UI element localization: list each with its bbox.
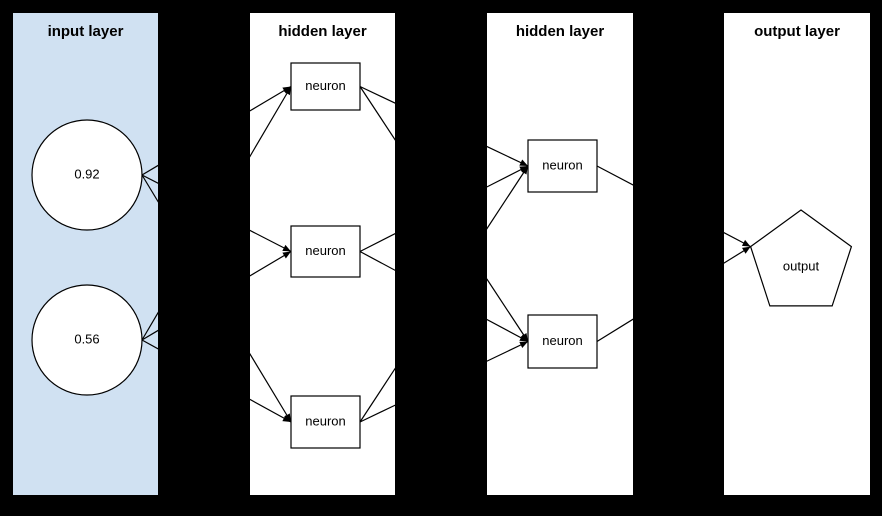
layer-graphics-hidden-1: neuron neuron neuron: [250, 62, 395, 449]
neuron-node[interactable]: neuron: [527, 139, 598, 193]
node-shape: [31, 284, 143, 396]
connection-edge: [487, 165, 529, 230]
connection-edge: [487, 340, 529, 362]
connection-edge: [724, 246, 751, 264]
connection-edge: [141, 339, 158, 350]
node-label: neuron: [305, 78, 345, 93]
node-label: output: [783, 258, 820, 273]
connection-edge: [250, 229, 292, 253]
connection-edge: [487, 145, 529, 167]
connection-edge: [250, 86, 292, 158]
connection-edge: [141, 311, 158, 341]
layer-panel-hidden-2: hidden layer neuron neuron: [487, 13, 633, 495]
layer-panel-input: input layer 0.92 0.56: [13, 13, 158, 495]
node-label: 0.92: [74, 166, 99, 181]
connection-edge: [724, 231, 751, 248]
neuron-node[interactable]: neuron: [527, 314, 598, 369]
arrowhead-icon: [741, 239, 751, 247]
connection-edge: [250, 250, 292, 277]
layer-panel-hidden-1: hidden layer neuron neuron neuron: [250, 13, 395, 495]
connection-edge: [596, 318, 633, 343]
connection-edge: [487, 318, 529, 343]
layer-title-hidden-2: hidden layer: [515, 23, 605, 40]
output-node[interactable]: output: [749, 209, 853, 307]
arrowhead-icon: [519, 341, 528, 349]
connection-edge: [359, 367, 395, 423]
neuron-node[interactable]: neuron: [290, 395, 361, 449]
connection-edge: [141, 164, 158, 176]
input-node[interactable]: 0.56: [31, 284, 143, 396]
layer-graphics-hidden-2: neuron neuron: [487, 139, 633, 369]
connection-edge: [359, 85, 395, 104]
connection-edge: [250, 398, 292, 423]
arrowhead-icon: [284, 86, 291, 96]
layer-title-hidden-1: hidden layer: [278, 23, 367, 40]
arrowhead-icon: [282, 251, 291, 259]
arrowhead-icon: [742, 246, 751, 254]
node-shape: [749, 209, 853, 307]
node-label: 0.56: [74, 331, 99, 346]
node-shape: [290, 395, 361, 449]
connection-edge: [141, 174, 158, 184]
connection-edge: [596, 165, 633, 186]
node-shape: [527, 139, 598, 193]
connection-edge: [250, 85, 292, 112]
node-shape: [290, 225, 361, 278]
node-label: neuron: [542, 333, 582, 348]
connection-edge: [141, 174, 158, 203]
arrowhead-icon: [520, 166, 528, 175]
node-label: neuron: [305, 243, 345, 258]
neuron-node[interactable]: neuron: [290, 62, 361, 111]
arrowhead-icon: [282, 415, 291, 422]
connection-edge: [487, 165, 529, 188]
connection-edge: [359, 86, 395, 141]
connection-edge: [250, 352, 292, 423]
neuron-node[interactable]: neuron: [290, 225, 361, 278]
layer-graphics-input: 0.92 0.56: [31, 119, 158, 396]
connection-edge: [359, 250, 395, 271]
layer-panel-output: output layer output: [724, 13, 870, 495]
layer-title-input: input layer: [47, 23, 124, 40]
arrowhead-icon: [519, 159, 528, 166]
layer-graphics-output: output: [724, 209, 853, 307]
connection-edge: [359, 404, 395, 423]
input-node[interactable]: 0.92: [31, 119, 143, 231]
connection-edge: [359, 233, 395, 253]
node-shape: [31, 119, 143, 231]
arrowhead-icon: [282, 244, 291, 252]
node-label: neuron: [305, 413, 345, 428]
node-label: neuron: [542, 157, 582, 172]
arrowhead-icon: [519, 334, 528, 342]
connection-edge: [487, 278, 529, 342]
layer-title-output: output layer: [754, 23, 840, 40]
